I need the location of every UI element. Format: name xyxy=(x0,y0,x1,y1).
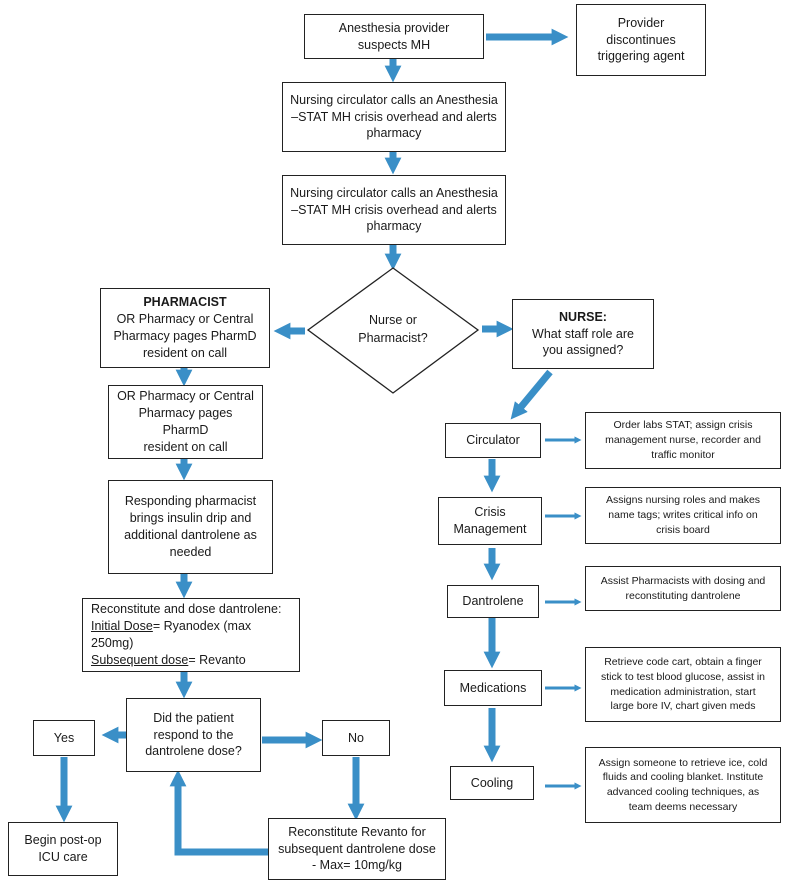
task-circulator: Order labs STAT; assign crisis managemen… xyxy=(585,412,781,469)
node-reconstitute-dose: Reconstitute and dose dantrolene: Initia… xyxy=(82,598,300,672)
arrow-revanto-loop-to-respond xyxy=(169,769,268,856)
subsequent-dose-label: Subsequent dose xyxy=(91,652,189,667)
arrow-nurse-to-circulator xyxy=(510,369,553,420)
decision-diamond xyxy=(306,267,480,394)
node-yes: Yes xyxy=(33,720,95,756)
node-responding-pharmacist: Responding pharmacist brings insulin dri… xyxy=(108,480,273,574)
decision-nurse-or-pharmacist-label: Nurse or Pharmacist? xyxy=(358,313,428,345)
node-no: No xyxy=(322,720,390,756)
node-or-pharmacy-pages: OR Pharmacy or Central Pharmacy pages Ph… xyxy=(108,385,263,459)
task-medications: Retrieve code cart, obtain a finger stic… xyxy=(585,647,781,722)
subsequent-dose-value: = Revanto xyxy=(188,652,246,667)
node-discontinue-agent: Provider discontinues triggering agent xyxy=(576,4,706,76)
node-cooling: Cooling xyxy=(450,766,534,800)
initial-dose-label: Initial Dose xyxy=(91,619,153,634)
task-dantrolene: Assist Pharmacists with dosing and recon… xyxy=(585,566,781,611)
node-circulator: Circulator xyxy=(445,423,541,458)
node-post-op-icu: Begin post-op ICU care xyxy=(8,822,118,876)
node-reconstitute-revanto: Reconstitute Revanto for subsequent dant… xyxy=(268,818,446,880)
node-medications: Medications xyxy=(444,670,542,706)
node-pharmacist: PHARMACIST OR Pharmacy or Central Pharma… xyxy=(100,288,270,368)
node-suspect-mh: Anesthesia provider suspects MH xyxy=(304,14,484,59)
task-crisis-management: Assigns nursing roles and makes name tag… xyxy=(585,487,781,544)
task-cooling: Assign someone to retrieve ice, cold flu… xyxy=(585,747,781,823)
initial-dose-value: = Ryanodex (max 250mg) xyxy=(91,619,252,650)
node-circulator-calls-2: Nursing circulator calls an Anesthesia –… xyxy=(282,175,506,245)
node-nurse: NURSE: What staff role are you assigned? xyxy=(512,299,654,369)
node-dantrolene: Dantrolene xyxy=(447,585,539,618)
node-patient-respond: Did the patient respond to the dantrolen… xyxy=(126,698,261,772)
node-crisis-management: Crisis Management xyxy=(438,497,542,545)
node-circulator-calls-1: Nursing circulator calls an Anesthesia –… xyxy=(282,82,506,152)
